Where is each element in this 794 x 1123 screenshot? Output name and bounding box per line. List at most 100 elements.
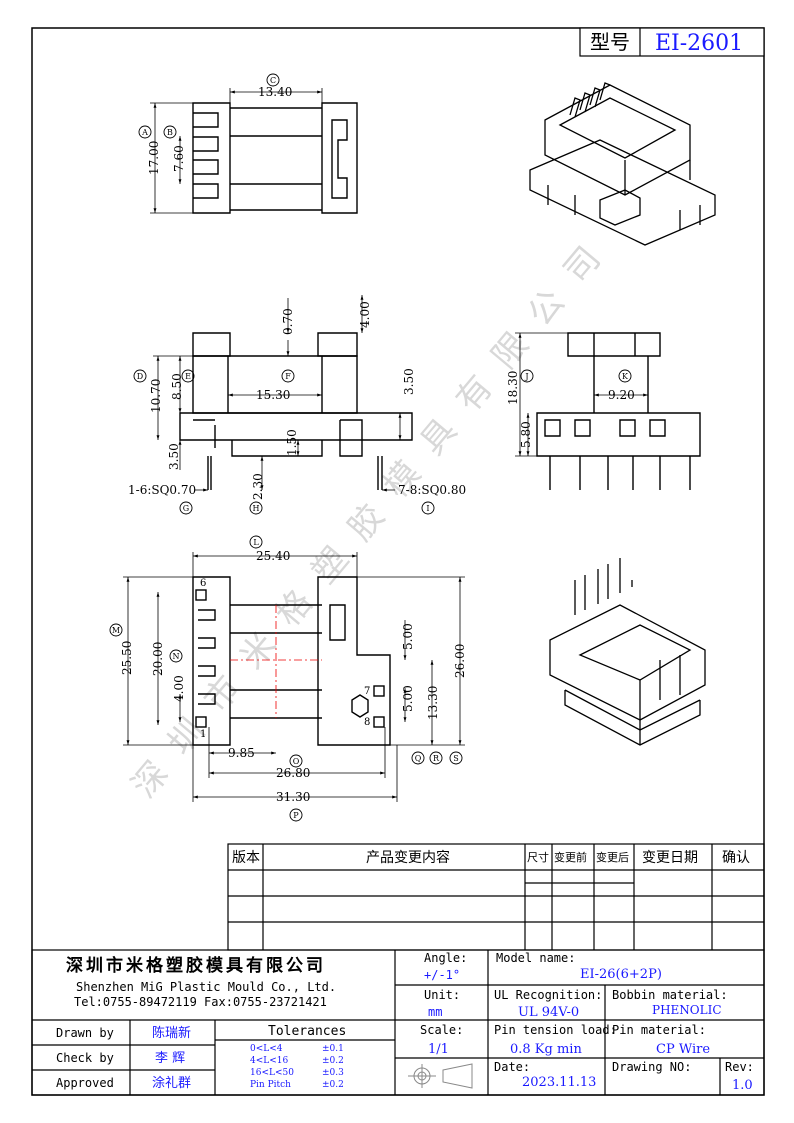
tolerances-title: Tolerances [268,1024,346,1039]
ul-value: UL 94V-0 [518,1005,579,1020]
iso-view-top [529,82,716,246]
sheet-border [31,27,765,1096]
callouts [109,73,632,822]
side-view-dims [515,332,648,457]
callout-m: M [112,626,120,635]
scale-value: 1/1 [428,1042,449,1057]
dim-350r: 3.50 [402,368,416,395]
callout-i: I [426,504,429,513]
title-block-grid [31,949,765,1096]
callout-n: N [173,652,180,661]
rev-header-after: 变更后 [596,850,629,864]
pin-label-8: 8 [364,717,370,728]
pin-label-7: 7 [364,686,370,697]
company-cn: 深圳市米格塑胶模具有限公司 [66,955,326,976]
callout-k: K [622,372,629,381]
bobbin-value: PHENOLIC [652,1003,722,1017]
rev-label: Rev: [725,1060,754,1074]
bobbin-label: Bobbin material: [612,988,728,1002]
callout-l: L [253,538,259,547]
dim-3130: 31.30 [276,790,310,804]
dim-350l: 3.50 [167,443,181,470]
pin-material-value: CP Wire [656,1042,710,1057]
dim-500b: 5.00 [401,685,415,712]
top-view [192,102,358,214]
rev-header-date: 变更日期 [642,850,698,866]
date-value: 2023.11.13 [522,1075,596,1090]
pin-label-1: 1 [200,729,206,740]
tol-range-3: 16<L<50 [250,1068,294,1078]
model-name-label: Model name: [496,951,575,965]
callout-d: D [137,372,143,381]
callout-g: G [183,504,189,513]
callout-o: O [293,757,300,766]
front-view-dims [153,295,402,492]
iso-view-bottom [549,558,706,746]
scale-label: Scale: [420,1023,463,1037]
angle-value: +/-1° [424,968,460,982]
pin-label-6: 6 [200,578,206,589]
dim-500a: 5.00 [401,623,415,650]
callout-c: C [270,76,276,85]
dim-k: 9.20 [608,388,635,402]
tol-range-4: Pin Pitch [250,1080,291,1090]
callout-s: S [453,754,458,763]
dim-230: 2.30 [251,473,265,500]
dim-2680: 26.80 [276,766,310,780]
model-box-label: 型号 [590,30,630,54]
callout-a: A [141,128,148,137]
dim-d: 10.70 [149,379,163,413]
dim-200: 20.00 [151,642,165,676]
model-name-value: EI-26(6+2P) [580,967,662,982]
projection-symbol-icon [408,1063,473,1089]
dim-a: 17.00 [147,141,161,175]
dim-150: 1.50 [285,429,299,456]
rev-header-size: 尺寸 [527,850,549,864]
callout-q: Q [415,754,422,763]
dim-153: 15.30 [256,388,290,402]
tol-range-1: 0<L<4 [250,1044,283,1054]
callout-f: F [285,372,291,381]
bottom-view-dims [123,552,465,802]
company-contact: Tel:0755-89472119 Fax:0755-23721421 [74,995,327,1009]
approved-label: Approved [56,1076,114,1090]
dim-top-width: 13.40 [258,85,292,99]
check-by-label: Check by [56,1051,114,1065]
approved-value: 涂礼群 [152,1075,191,1091]
dim-580: 5.80 [519,421,533,448]
unit-value: mm [428,1005,442,1019]
dim-pin78: 7-8:SQ0.80 [398,483,466,497]
drawn-by-label: Drawn by [56,1026,114,1040]
dim-e: 8.50 [170,373,184,400]
tension-value: 0.8 Kg min [510,1042,582,1057]
callout-letters: C A B D E F G H I J K L M N O P Q R S [112,76,629,820]
company-en: Shenzhen MiG Plastic Mould Co., Ltd. [76,980,336,994]
tol-value-2: ±0.2 [322,1056,344,1066]
check-by-value: 李 辉 [155,1051,185,1066]
rev-header-version: 版本 [232,850,260,866]
date-label: Date: [494,1060,530,1074]
rev-value: 1.0 [732,1078,753,1093]
unit-label: Unit: [424,988,460,1002]
callout-e: E [185,372,191,381]
rev-header-content: 产品变更内容 [366,849,450,866]
tol-value-3: ±0.3 [322,1068,344,1078]
pin-material-label: Pin material: [612,1023,706,1037]
front-view [179,332,413,490]
rev-header-before: 变更前 [554,850,587,864]
tol-value-4: ±0.2 [322,1080,344,1090]
dim-j: 18.30 [506,371,520,405]
rev-header-confirm: 确认 [722,850,750,866]
dim-985: 9.85 [228,746,255,760]
dim-1330: 13.30 [426,686,440,720]
tension-label: Pin tension load: [494,1023,617,1037]
dim-b: 7.60 [172,145,186,172]
side-view [536,332,701,490]
drawn-by-value: 陈瑞新 [152,1025,191,1041]
tol-range-2: 4<L<16 [250,1056,289,1066]
angle-label: Angle: [424,951,467,965]
dim-4: 4.00 [358,301,372,328]
dim-255: 25.50 [120,641,134,675]
model-box: 型号 EI-2601 [579,27,765,57]
